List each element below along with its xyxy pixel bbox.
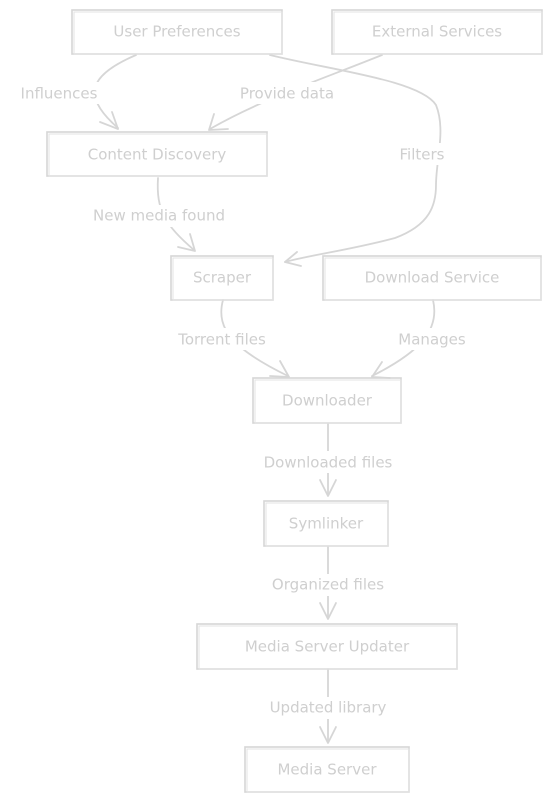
label-downloaded-files: Downloaded files <box>244 451 412 473</box>
node-downloader[interactable]: Downloader <box>252 377 402 424</box>
node-user-preferences[interactable]: User Preferences <box>71 9 283 55</box>
node-download-service-label: Download Service <box>365 269 500 287</box>
node-scraper[interactable]: Scraper <box>170 255 274 301</box>
node-scraper-label: Scraper <box>193 269 252 287</box>
node-media-server-updater[interactable]: Media Server Updater <box>196 623 458 670</box>
node-content-discovery[interactable]: Content Discovery <box>46 131 268 177</box>
node-user-preferences-label: User Preferences <box>113 23 240 41</box>
node-media-server[interactable]: Media Server <box>244 746 410 793</box>
label-influences: Influences <box>8 82 112 104</box>
label-filters: Filters <box>388 143 456 165</box>
label-manages-text: Manages <box>398 331 466 349</box>
node-media-server-updater-label: Media Server Updater <box>245 638 410 656</box>
node-download-service[interactable]: Download Service <box>322 255 542 301</box>
node-external-services[interactable]: External Services <box>331 9 543 55</box>
node-external-services-label: External Services <box>372 23 502 41</box>
node-symlinker-label: Symlinker <box>289 515 364 533</box>
label-new-media-found: New media found <box>76 205 242 227</box>
label-influences-text: Influences <box>21 85 98 103</box>
label-updated-library: Updated library <box>250 697 406 719</box>
label-organized-files-text: Organized files <box>272 576 384 594</box>
node-symlinker[interactable]: Symlinker <box>263 500 389 547</box>
label-organized-files: Organized files <box>252 574 404 596</box>
label-new-media-found-text: New media found <box>93 207 225 225</box>
label-filters-text: Filters <box>400 146 445 164</box>
edge-filters <box>269 54 442 267</box>
node-content-discovery-label: Content Discovery <box>88 146 227 164</box>
label-downloaded-files-text: Downloaded files <box>264 454 393 472</box>
label-provide-data: Provide data <box>220 82 354 104</box>
node-media-server-label: Media Server <box>277 761 377 779</box>
node-downloader-label: Downloader <box>282 392 373 410</box>
label-updated-library-text: Updated library <box>270 699 387 717</box>
label-torrent-files: Torrent files <box>156 328 288 350</box>
label-provide-data-text: Provide data <box>240 85 334 103</box>
label-manages: Manages <box>388 328 476 350</box>
label-torrent-files-text: Torrent files <box>177 331 266 349</box>
